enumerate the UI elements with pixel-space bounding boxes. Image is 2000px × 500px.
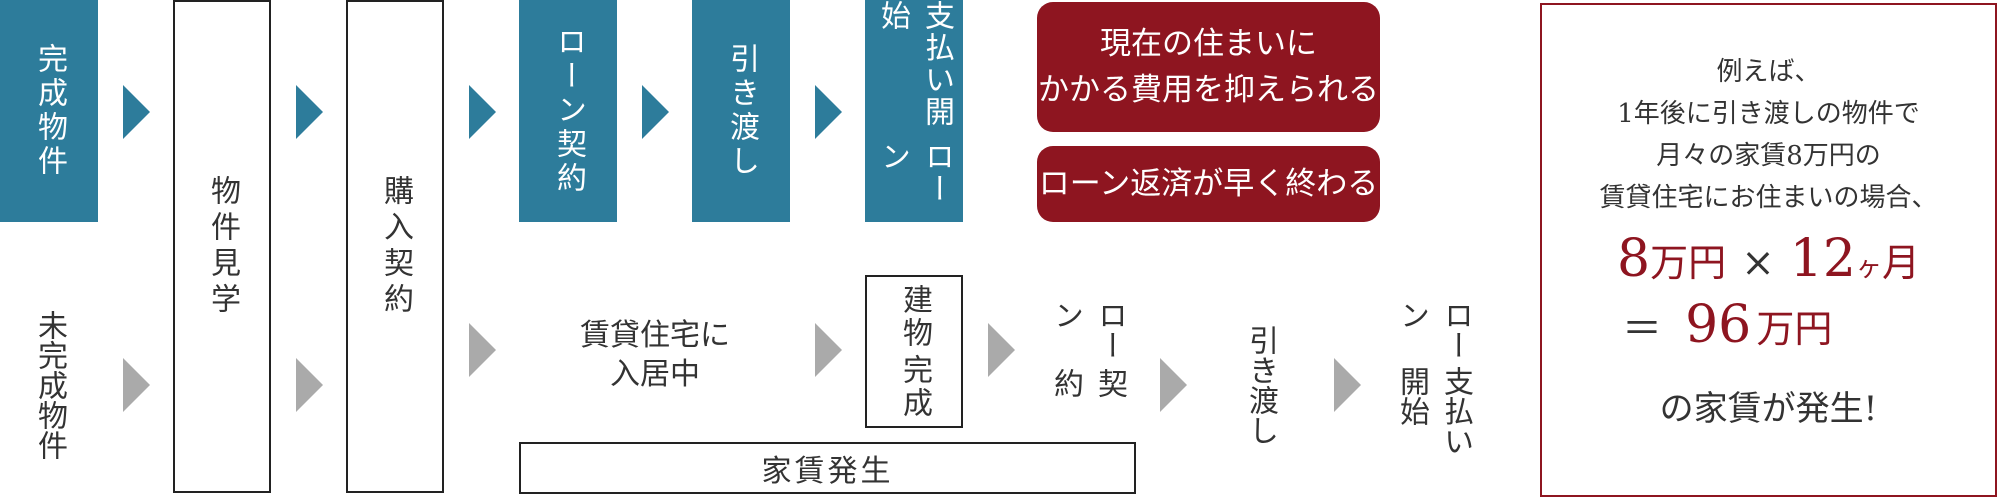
bottom-loan-contract-box: ローン 契約: [1038, 300, 1136, 410]
example-line4: 賃貸住宅にお住まいの場合、: [1599, 183, 1938, 214]
purchase-contract-label: 購入契約: [378, 174, 413, 319]
example-note-box: 例えば、 1年後に引き渡しの物件で 月々の家賃8万円の 賃貸住宅にお住まいの場合…: [1540, 3, 1997, 497]
arrow-right-icon: [123, 358, 150, 412]
rental-living-box: 賃貸住宅に 入居中: [540, 315, 770, 395]
example-line2: 1年後に引き渡しの物件で: [1617, 99, 1920, 130]
building-complete-box: 建物 完成: [865, 275, 963, 428]
calc-b-unit: 月: [1881, 241, 1920, 286]
building-complete-line2: 完成: [897, 353, 932, 420]
arrow-right-icon: [1160, 358, 1187, 412]
calc-a-number: 8: [1616, 229, 1651, 290]
rent-occurs-bar: 家賃発生: [519, 442, 1136, 494]
arrow-right-icon: [296, 85, 323, 139]
benefit-early-repayment-box: ローン返済が早く終わる: [1037, 146, 1380, 222]
loan-start-label-line2: ローン: [875, 141, 954, 205]
purchase-contract-box: 購入契約: [346, 0, 444, 493]
calc-line-multiply: 8万円 × 12ヶ月: [1542, 233, 1995, 285]
completed-property-label: 完成物件: [32, 43, 67, 179]
loan-contract-box: ローン契約: [519, 0, 617, 222]
benefit-early-repayment-label: ローン返済が早く終わる: [1038, 165, 1379, 202]
arrow-right-icon: [123, 85, 150, 139]
calc-b-unit-small: ヶ: [1855, 253, 1882, 284]
viewing-label: 物件見学: [205, 174, 240, 319]
bottom-loan-contract-line1: ローン: [1048, 300, 1127, 360]
arrow-right-icon: [988, 323, 1015, 377]
benefit-lower-cost-line1: 現在の住まいに: [1100, 25, 1317, 62]
building-complete-line1: 建物: [897, 283, 932, 350]
calc-result-number: 96: [1685, 295, 1752, 356]
arrow-right-icon: [296, 358, 323, 412]
calc-equals-sign: ＝: [1622, 306, 1662, 353]
arrow-right-icon: [469, 85, 496, 139]
calc-a-unit: 万円: [1650, 241, 1727, 286]
arrow-right-icon: [815, 323, 842, 377]
arrow-right-icon: [815, 85, 842, 139]
arrow-right-icon: [469, 323, 496, 377]
benefit-lower-cost-box: 現在の住まいに かかる費用を抑えられる: [1037, 2, 1380, 132]
calc-b-number: 12: [1789, 229, 1856, 290]
example-line1: 例えば、: [1716, 57, 1821, 87]
rental-living-line2: 入居中: [610, 357, 700, 392]
calc-times-sign: ×: [1741, 240, 1775, 287]
viewing-box: 物件見学: [173, 0, 271, 493]
calc-line-result: ＝ 96 万円: [1622, 299, 1995, 351]
bottom-loan-start-line2: 支払い開始: [1394, 366, 1473, 457]
bottom-handover-box: 引き渡し: [1211, 300, 1309, 470]
example-conclusion: の家賃が発生!: [1659, 389, 1878, 430]
benefit-lower-cost-line2: かかる費用を抑えられる: [1038, 72, 1379, 108]
incomplete-property-label: 未完成物件: [32, 310, 67, 460]
arrow-right-icon: [642, 85, 669, 139]
rental-living-line1: 賃貸住宅に: [580, 318, 730, 353]
handover-box: 引き渡し: [692, 0, 790, 222]
calc-result-unit: 万円: [1756, 307, 1833, 352]
rent-occurs-label: 家賃発生: [761, 454, 894, 489]
bottom-loan-start-box: ローン 支払い開始: [1384, 300, 1482, 470]
handover-label: 引き渡し: [724, 43, 759, 179]
loan-start-label-line1: 支払い開始: [875, 0, 954, 128]
bottom-handover-label: 引き渡し: [1243, 325, 1278, 445]
completed-property-box: 完成物件: [0, 0, 98, 222]
loan-contract-label: ローン契約: [551, 26, 586, 196]
loan-start-box: 支払い開始 ローン: [865, 0, 963, 222]
arrow-right-icon: [1334, 358, 1361, 412]
bottom-loan-start-line1: ローン: [1394, 300, 1473, 360]
incomplete-property-label-box: 未完成物件: [0, 290, 98, 480]
example-line3: 月々の家賃8万円の: [1656, 141, 1881, 172]
bottom-loan-contract-line2: 契約: [1048, 367, 1127, 398]
